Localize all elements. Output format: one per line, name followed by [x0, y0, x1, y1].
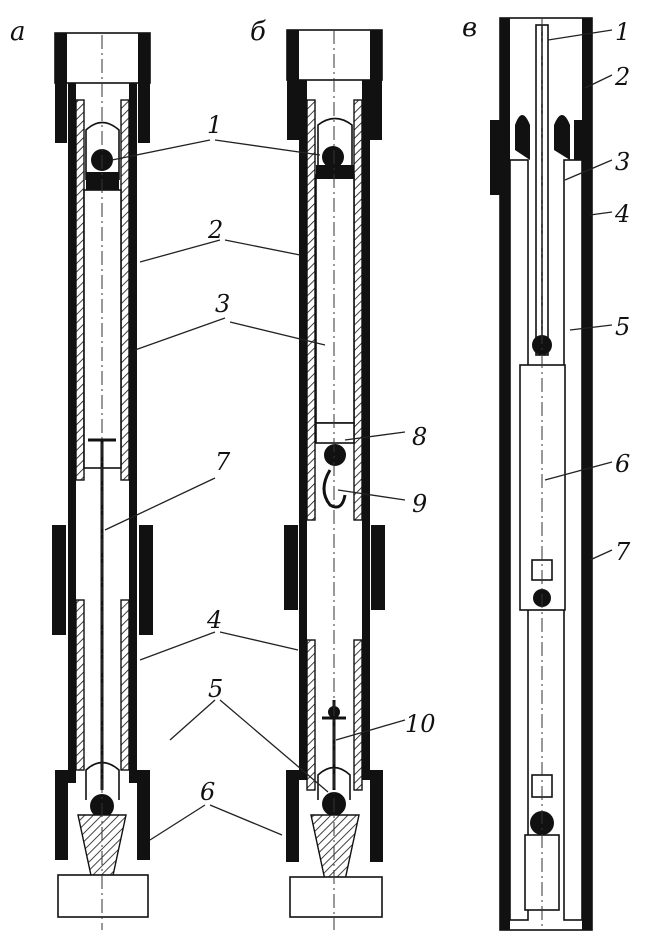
callout-a-1: 1 — [207, 111, 222, 139]
panel-letter-a: a — [10, 17, 26, 47]
callout-b-9: 9 — [412, 490, 427, 518]
callout-a-7: 7 — [215, 448, 231, 476]
callout-c-5: 5 — [615, 313, 630, 341]
callout-b-10: 10 — [405, 710, 436, 738]
callout-leaders — [104, 29, 613, 841]
callout-c-1: 1 — [615, 18, 630, 46]
callout-a-4: 4 — [206, 606, 222, 634]
panel-b-assembly — [284, 29, 385, 930]
callout-a-2: 2 — [207, 216, 223, 244]
callout-c-6: 6 — [615, 450, 630, 478]
callout-c-3: 3 — [615, 148, 630, 176]
callout-a-3: 3 — [215, 290, 230, 318]
panel-letter-b: б — [250, 17, 266, 47]
panel-a-assembly — [52, 32, 153, 930]
callouts: 1 2 3 7 4 5 6 8 9 10 1 2 3 4 5 6 7 — [200, 18, 631, 806]
callout-c-4: 4 — [614, 200, 630, 228]
callout-c-2: 2 — [614, 63, 630, 91]
panel-letter-c: в — [462, 13, 477, 43]
callout-b-8: 8 — [412, 423, 427, 451]
callout-a-5: 5 — [208, 675, 223, 703]
panel-c-assembly — [490, 17, 593, 931]
callout-c-7: 7 — [615, 538, 631, 566]
callout-a-6: 6 — [200, 778, 215, 806]
